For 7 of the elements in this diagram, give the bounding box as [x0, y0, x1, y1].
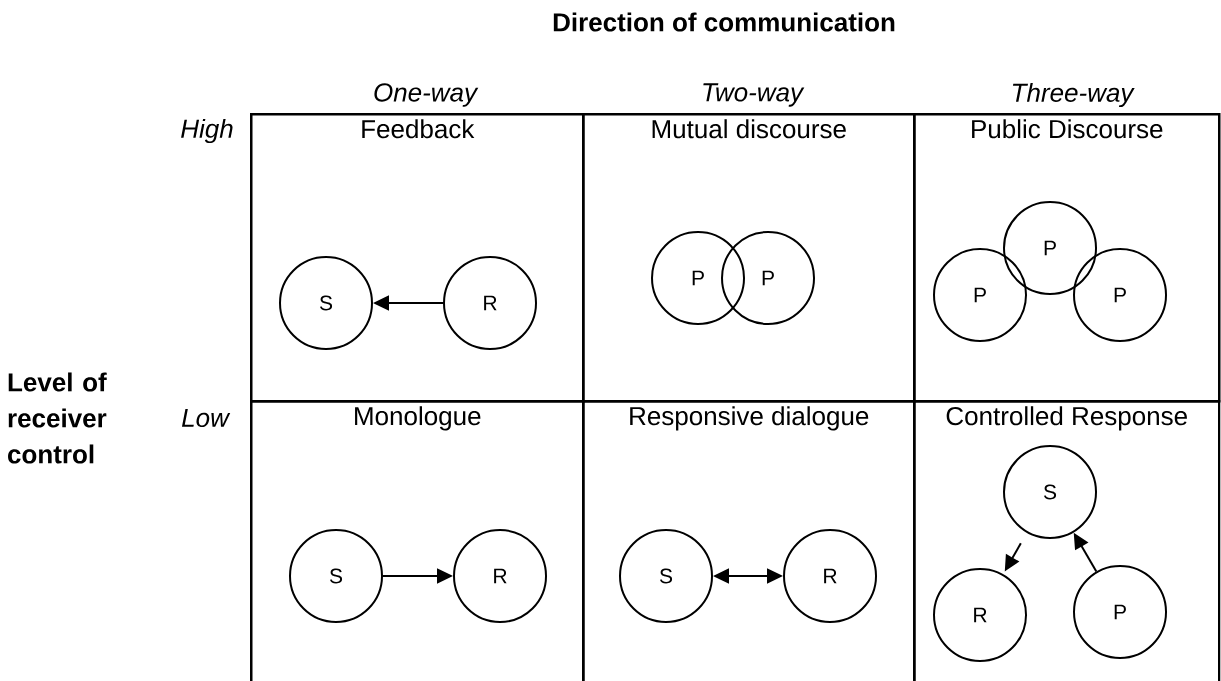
row-header: High [181, 118, 233, 144]
title: Direction of communication [553, 12, 895, 32]
row-header: Low [181, 408, 231, 428]
column-header: One-way [374, 83, 479, 107]
column-header: Three-way [1012, 82, 1135, 108]
column-header: Two-way [703, 83, 805, 107]
axis-title: Level of receiver control [8, 372, 107, 464]
